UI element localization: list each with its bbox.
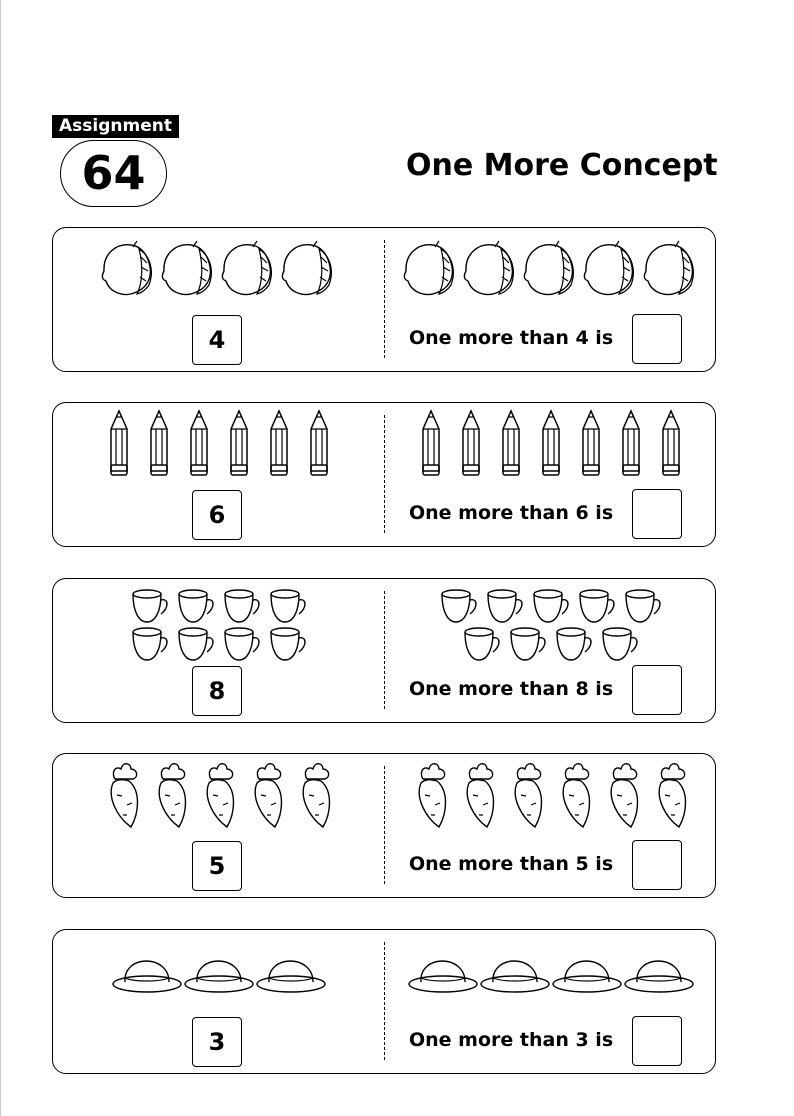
cup-icon: [177, 589, 214, 623]
pencil-icon: [661, 409, 680, 476]
carrot-icon: [610, 763, 638, 829]
mango-icon: [583, 240, 634, 296]
pencil-icon: [461, 409, 480, 476]
exercise-row: 4 One more than 4 is: [52, 227, 716, 372]
assignment-number: 64: [60, 140, 167, 207]
pencil-icon: [541, 409, 560, 476]
hat-icon: [111, 960, 182, 993]
carrot-icon: [158, 763, 186, 829]
pencil-icon: [189, 409, 208, 476]
dashed-divider: [384, 415, 385, 533]
exercise-row: 5 One more than 5 is: [52, 753, 716, 898]
mango-icon: [463, 240, 514, 296]
cup-icon: [440, 589, 477, 623]
cup-icon: [601, 627, 638, 661]
one-more-prompt: One more than 8 is: [409, 678, 614, 700]
hat-icon: [407, 960, 478, 993]
one-more-prompt: One more than 4 is: [409, 327, 614, 349]
carrot-icon: [254, 763, 282, 829]
pencil-icon: [581, 409, 600, 476]
carrot-icon: [302, 763, 330, 829]
exercise-row: 8 One more than 8 is: [52, 578, 716, 723]
answer-box[interactable]: [632, 665, 682, 715]
left-carrot-group: [53, 754, 384, 834]
answer-box[interactable]: [632, 314, 682, 364]
carrot-icon: [658, 763, 686, 829]
left-mango-group: [53, 228, 384, 308]
exercise-row: 6 One more than 6 is: [52, 402, 716, 547]
carrot-icon: [418, 763, 446, 829]
hat-icon: [255, 960, 326, 993]
cup-icon: [269, 627, 306, 661]
hat-icon: [479, 960, 550, 993]
cup-icon: [223, 589, 260, 623]
left-hat-group: [53, 930, 384, 1010]
answer-box[interactable]: [632, 840, 682, 890]
one-more-prompt: One more than 3 is: [409, 1029, 614, 1051]
mango-icon: [403, 240, 454, 296]
pencil-icon: [421, 409, 440, 476]
exercise-row: 3 One more than 3 is: [52, 929, 716, 1074]
carrot-icon: [110, 763, 138, 829]
right-carrot-group: [385, 754, 716, 834]
dashed-divider: [384, 240, 385, 358]
right-mango-group: [385, 228, 716, 308]
mango-icon: [101, 240, 152, 296]
carrot-icon: [206, 763, 234, 829]
cup-icon: [509, 627, 546, 661]
page-edge: [0, 0, 1, 1116]
cup-icon: [131, 589, 168, 623]
pencil-icon: [109, 409, 128, 476]
dashed-divider: [384, 591, 385, 709]
carrot-icon: [562, 763, 590, 829]
count-box: 6: [192, 490, 242, 540]
one-more-prompt: One more than 6 is: [409, 502, 614, 524]
right-cup-group: [385, 583, 716, 667]
carrot-icon: [514, 763, 542, 829]
right-pencil-group: [385, 403, 716, 483]
pencil-icon: [269, 409, 288, 476]
right-hat-group: [385, 930, 716, 1010]
cup-icon: [578, 589, 615, 623]
pencil-icon: [309, 409, 328, 476]
mango-icon: [221, 240, 272, 296]
dashed-divider: [384, 766, 385, 884]
mango-icon: [161, 240, 212, 296]
pencil-icon: [621, 409, 640, 476]
cup-icon: [177, 627, 214, 661]
pencil-icon: [229, 409, 248, 476]
cup-icon: [223, 627, 260, 661]
count-box: 4: [192, 315, 242, 365]
answer-box[interactable]: [632, 489, 682, 539]
cup-icon: [486, 589, 523, 623]
hat-icon: [183, 960, 254, 993]
count-box: 5: [192, 841, 242, 891]
mango-icon: [643, 240, 694, 296]
cup-icon: [269, 589, 306, 623]
one-more-prompt: One more than 5 is: [409, 853, 614, 875]
cup-icon: [463, 627, 500, 661]
carrot-icon: [466, 763, 494, 829]
left-pencil-group: [53, 403, 384, 483]
count-box: 3: [192, 1017, 242, 1067]
cup-icon: [624, 589, 661, 623]
count-box: 8: [192, 666, 242, 716]
hat-icon: [623, 960, 694, 993]
left-cup-group: [53, 583, 384, 667]
answer-box[interactable]: [632, 1016, 682, 1066]
page-title: One More Concept: [406, 148, 718, 183]
cup-icon: [131, 627, 168, 661]
assignment-badge: Assignment: [52, 115, 179, 138]
mango-icon: [523, 240, 574, 296]
dashed-divider: [384, 942, 385, 1060]
cup-icon: [555, 627, 592, 661]
cup-icon: [532, 589, 569, 623]
pencil-icon: [149, 409, 168, 476]
hat-icon: [551, 960, 622, 993]
mango-icon: [281, 240, 332, 296]
pencil-icon: [501, 409, 520, 476]
